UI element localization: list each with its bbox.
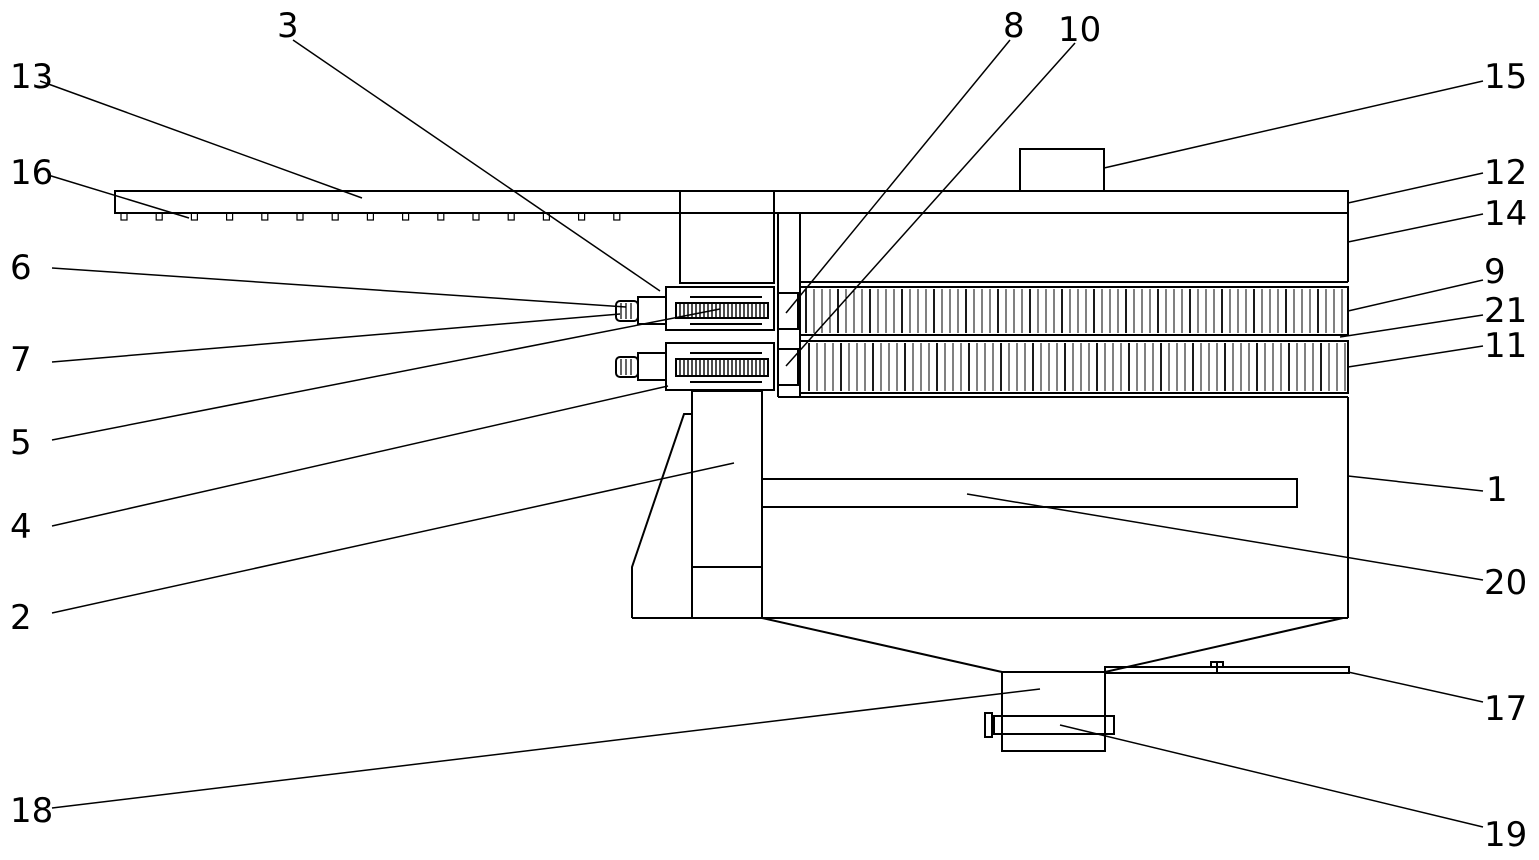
label-2: 2 — [10, 598, 32, 638]
lower-screen — [799, 340, 1349, 394]
nozzle — [507, 212, 515, 221]
label-7: 7 — [10, 340, 32, 380]
upper-housing — [799, 191, 1349, 283]
spray-nozzles — [120, 212, 621, 221]
nozzle — [226, 212, 234, 221]
nozzle — [331, 212, 339, 221]
label-16: 16 — [10, 153, 53, 193]
gear-rack — [675, 358, 769, 377]
nozzle — [155, 212, 163, 221]
side-bracket — [631, 413, 692, 618]
label-3: 3 — [277, 6, 299, 46]
label-13: 13 — [10, 57, 53, 97]
nozzle — [261, 212, 269, 221]
part-labels: 13 16 3 8 10 15 12 14 9 21 11 1 20 17 19… — [10, 6, 1527, 855]
nozzle — [296, 212, 304, 221]
label-15: 15 — [1484, 57, 1527, 97]
top-box — [1019, 148, 1105, 192]
nozzle — [120, 212, 128, 221]
label-19: 19 — [1484, 815, 1527, 855]
label-4: 4 — [10, 507, 32, 547]
label-14: 14 — [1484, 194, 1527, 234]
label-9: 9 — [1484, 252, 1506, 292]
label-6: 6 — [10, 248, 32, 288]
gear-rack — [675, 302, 769, 319]
motor-upper — [615, 300, 639, 322]
vertical-pipe — [691, 390, 763, 619]
nozzle — [577, 212, 586, 221]
label-21: 21 — [1484, 291, 1527, 331]
label-11: 11 — [1484, 326, 1527, 366]
label-10: 10 — [1058, 10, 1101, 50]
nozzle — [402, 212, 410, 221]
inner-bar — [761, 478, 1298, 508]
hopper — [761, 617, 1344, 673]
nozzle — [190, 212, 198, 221]
label-17: 17 — [1484, 689, 1527, 729]
leader-lines — [39, 39, 1484, 828]
gear-teeth — [675, 296, 769, 383]
label-1: 1 — [1486, 470, 1508, 510]
label-5: 5 — [10, 423, 32, 463]
label-20: 20 — [1484, 563, 1527, 603]
nozzle — [437, 212, 445, 221]
top-plate — [114, 190, 1349, 214]
outlet-pipe — [1001, 671, 1106, 752]
motor-lower — [615, 356, 639, 378]
label-8: 8 — [1003, 6, 1025, 46]
nozzle — [366, 212, 374, 221]
label-18: 18 — [10, 791, 53, 831]
upper-screen — [799, 286, 1349, 336]
nozzle — [613, 212, 621, 221]
valve-19 — [984, 712, 1115, 738]
nozzle — [472, 212, 480, 221]
label-12: 12 — [1484, 153, 1527, 193]
rod-17 — [1104, 661, 1350, 674]
